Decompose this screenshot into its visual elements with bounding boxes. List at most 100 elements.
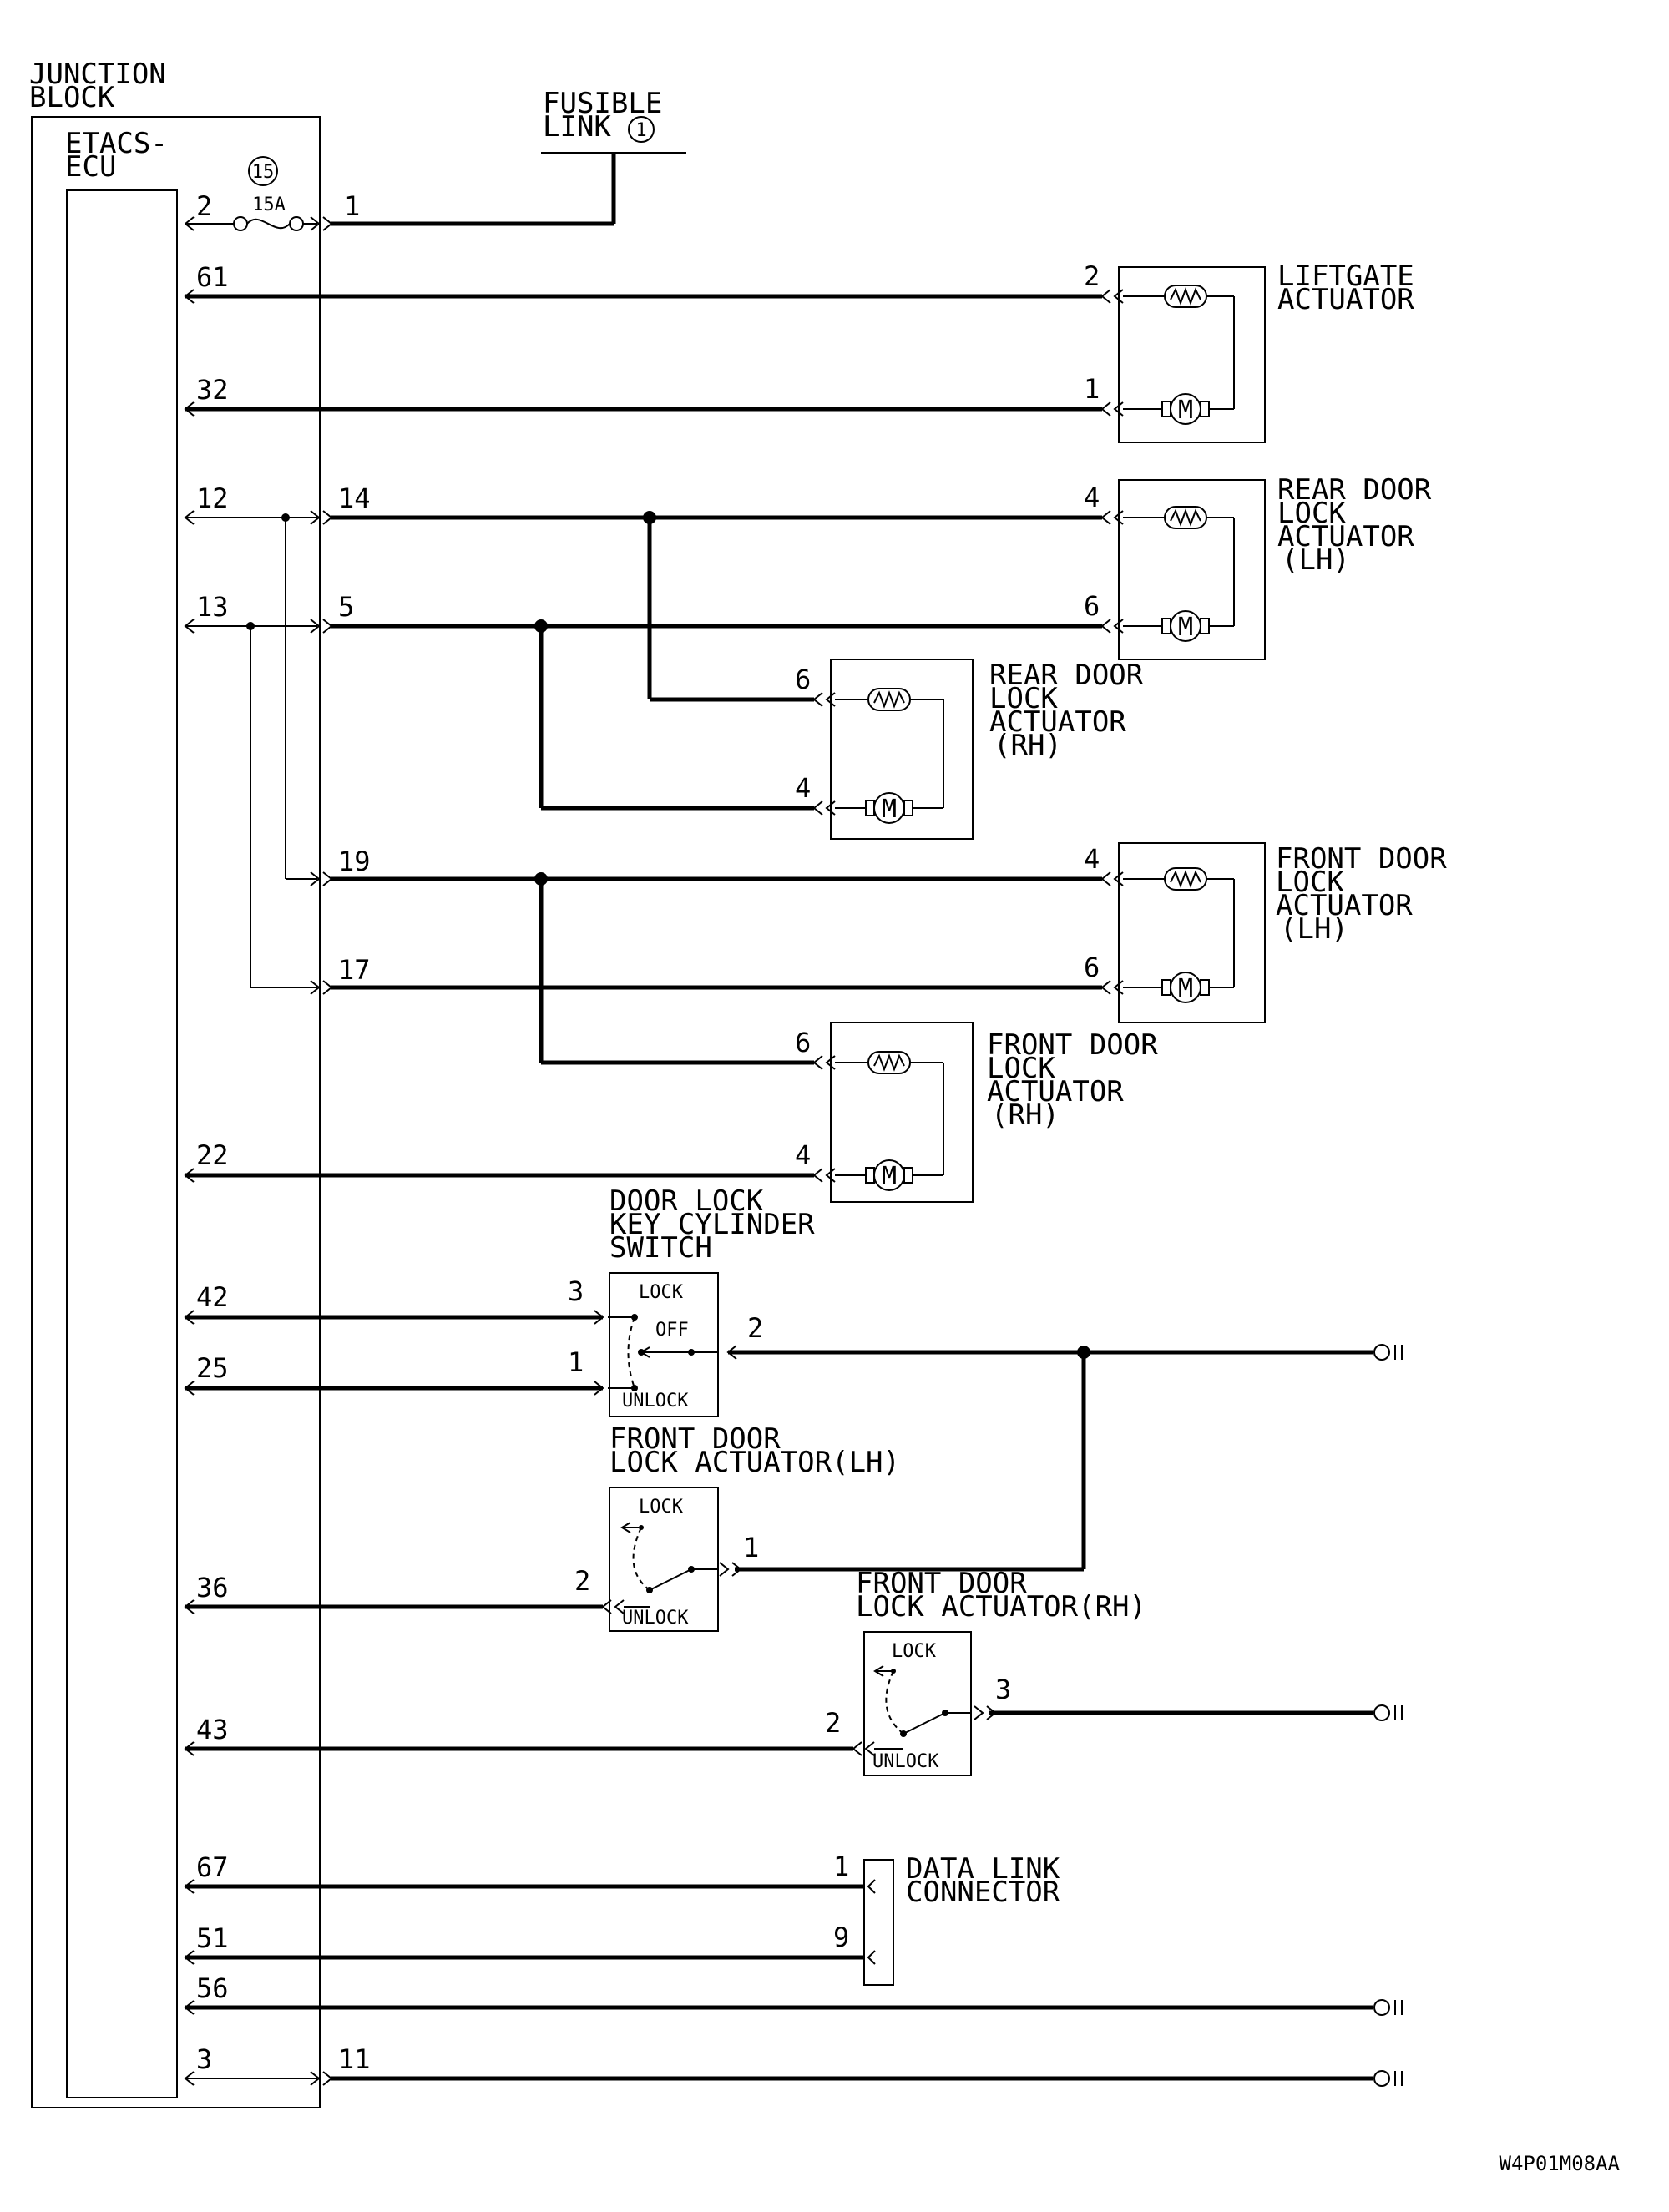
ecu-pins: 2 61 32 12 13 22 42 25 36 43 67 51 56 3 <box>196 190 229 2075</box>
ecu-pin-2: 2 <box>196 190 212 222</box>
liftgate-pin-2: 2 <box>1084 260 1100 292</box>
key-switch-lock: LOCK <box>639 1282 684 1303</box>
front-lh-pin-6: 6 <box>1084 952 1100 983</box>
front-door-lock-actuator-lh-switch: FRONT DOOR LOCK ACTUATOR(LH) LOCK UNLOCK… <box>574 1422 900 1632</box>
jb-pin-17: 17 <box>338 954 371 986</box>
front-rh-label-4: (RH) <box>991 1098 1060 1132</box>
front-lh-label-2: LOCK <box>1276 866 1344 899</box>
junction-out-pins: 1 14 5 19 17 11 <box>338 190 371 2075</box>
front-rh-label-2: LOCK <box>987 1052 1055 1085</box>
key-switch-pin-1: 1 <box>568 1346 584 1378</box>
fusible-link: FUSIBLE LINK 1 <box>541 87 686 154</box>
etacs-ecu-box <box>66 189 178 2098</box>
ecu-pin-13: 13 <box>196 591 229 623</box>
junction-block: JUNCTION BLOCK ETACS- ECU <box>29 58 321 2108</box>
ecu-pin-22: 22 <box>196 1139 229 1171</box>
front-door-lock-actuator-rh-switch: FRONT DOOR LOCK ACTUATOR(RH) LOCK UNLOCK… <box>825 1567 1146 1776</box>
key-switch-off: OFF <box>655 1320 689 1341</box>
fuse-rating: 15A <box>252 194 286 215</box>
key-switch-pin-2: 2 <box>747 1312 763 1344</box>
dlc-pin-9: 9 <box>833 1922 849 1953</box>
ecu-pin-36: 36 <box>196 1572 229 1603</box>
motor-icon <box>865 792 913 825</box>
liftgate-actuator: 2 1 LIFTGATE ACTUATOR <box>1084 260 1414 443</box>
front-lh-label-3: ACTUATOR <box>1276 889 1413 922</box>
ecu-pin-67: 67 <box>196 1851 229 1883</box>
ecu-pin-32: 32 <box>196 374 229 406</box>
jb-pin-1: 1 <box>344 190 360 222</box>
motor-icon <box>1161 972 1210 1004</box>
ground-icon <box>1373 1344 1403 2087</box>
front-rh-label-3: ACTUATOR <box>987 1075 1124 1109</box>
solenoid-coil-icon <box>1164 285 1207 308</box>
ecu-pin-25: 25 <box>196 1352 229 1384</box>
dlc-pin-1: 1 <box>833 1851 849 1882</box>
flh-switch-lock: LOCK <box>639 1497 684 1518</box>
flh-switch-label-2: LOCK ACTUATOR(LH) <box>609 1446 900 1479</box>
solenoid-coil-icon <box>867 688 911 711</box>
rear-lh-label-1: REAR DOOR <box>1277 473 1432 507</box>
key-switch-label-1: DOOR LOCK <box>609 1184 764 1218</box>
flh-switch-pin-1: 1 <box>743 1532 759 1563</box>
liftgate-label-2: ACTUATOR <box>1277 283 1414 316</box>
jb-pin-11: 11 <box>338 2043 371 2075</box>
frh-switch-label-1: FRONT DOOR <box>856 1567 1027 1600</box>
front-rh-label-1: FRONT DOOR <box>987 1028 1158 1062</box>
flh-switch-pin-2: 2 <box>574 1565 590 1597</box>
etacs-ecu-label-1: ETACS- <box>65 127 168 160</box>
diagram-code: W4P01M08AA <box>1500 2152 1621 2175</box>
rear-rh-label-2: LOCK <box>989 682 1058 715</box>
solenoid-coil-icon <box>867 1051 911 1074</box>
ecu-pin-12: 12 <box>196 482 229 514</box>
front-lh-label-4: (LH) <box>1280 912 1348 946</box>
fuse-icon <box>233 216 304 231</box>
door-lock-key-cylinder-switch: DOOR LOCK KEY CYLINDER SWITCH LOCK OFF U… <box>568 1184 815 1417</box>
key-switch-unlock: UNLOCK <box>622 1391 689 1412</box>
front-door-lock-actuator-rh: 6 4 FRONT DOOR LOCK ACTUATOR (RH) <box>795 1022 1158 1203</box>
dlc-label-1: DATA LINK <box>906 1852 1060 1886</box>
fusible-link-number: 1 <box>635 120 646 141</box>
flh-switch-unlock: UNLOCK <box>622 1608 689 1629</box>
ecu-pin-61: 61 <box>196 261 229 293</box>
fuse-number: 15 <box>252 162 275 183</box>
front-rh-pin-6: 6 <box>795 1027 811 1058</box>
jb-pin-5: 5 <box>338 591 354 623</box>
junction-block-label-1: JUNCTION <box>29 58 166 91</box>
fusible-link-label-2: LINK <box>543 110 611 144</box>
frh-switch-unlock: UNLOCK <box>872 1751 939 1772</box>
dlc-label-2: CONNECTOR <box>906 1876 1060 1909</box>
front-lh-label-1: FRONT DOOR <box>1276 842 1447 876</box>
rear-lh-pin-4: 4 <box>1084 482 1100 513</box>
wires <box>184 289 1373 2086</box>
front-door-lock-actuator-lh: 4 6 FRONT DOOR LOCK ACTUATOR (LH) <box>1084 842 1447 1023</box>
liftgate-label-1: LIFTGATE <box>1277 260 1414 293</box>
junction-block-label-2: BLOCK <box>29 81 115 114</box>
rear-rh-label-4: (RH) <box>994 729 1062 762</box>
flh-switch-label-1: FRONT DOOR <box>609 1422 781 1456</box>
solenoid-coil-icon <box>1164 867 1207 891</box>
frh-switch-label-2: LOCK ACTUATOR(RH) <box>856 1590 1146 1624</box>
fuse-15: 15 15A <box>185 154 616 231</box>
rear-lh-label-4: (LH) <box>1282 543 1350 577</box>
etacs-ecu-label-2: ECU <box>65 150 116 184</box>
ecu-pin-43: 43 <box>196 1714 229 1745</box>
solenoid-coil-icon <box>1164 506 1207 529</box>
rear-rh-label-3: ACTUATOR <box>989 705 1126 739</box>
rear-rh-label-1: REAR DOOR <box>989 659 1144 692</box>
jb-pin-14: 14 <box>338 482 371 514</box>
ecu-pin-56: 56 <box>196 1972 229 2004</box>
ecu-pin-42: 42 <box>196 1281 229 1313</box>
rear-door-lock-actuator-lh: 4 6 REAR DOOR LOCK ACTUATOR (LH) <box>1084 473 1432 660</box>
ecu-pin-3: 3 <box>196 2043 212 2075</box>
rear-lh-label-3: ACTUATOR <box>1277 520 1414 553</box>
junction-block-outline <box>31 116 321 2108</box>
front-lh-pin-4: 4 <box>1084 843 1100 875</box>
rear-rh-pin-4: 4 <box>795 772 811 804</box>
ecu-pin-51: 51 <box>196 1922 229 1954</box>
rear-lh-pin-6: 6 <box>1084 590 1100 622</box>
liftgate-pin-1: 1 <box>1084 373 1100 405</box>
frh-switch-lock: LOCK <box>892 1641 937 1662</box>
rear-rh-pin-6: 6 <box>795 664 811 695</box>
key-switch-label-3: SWITCH <box>609 1231 712 1265</box>
